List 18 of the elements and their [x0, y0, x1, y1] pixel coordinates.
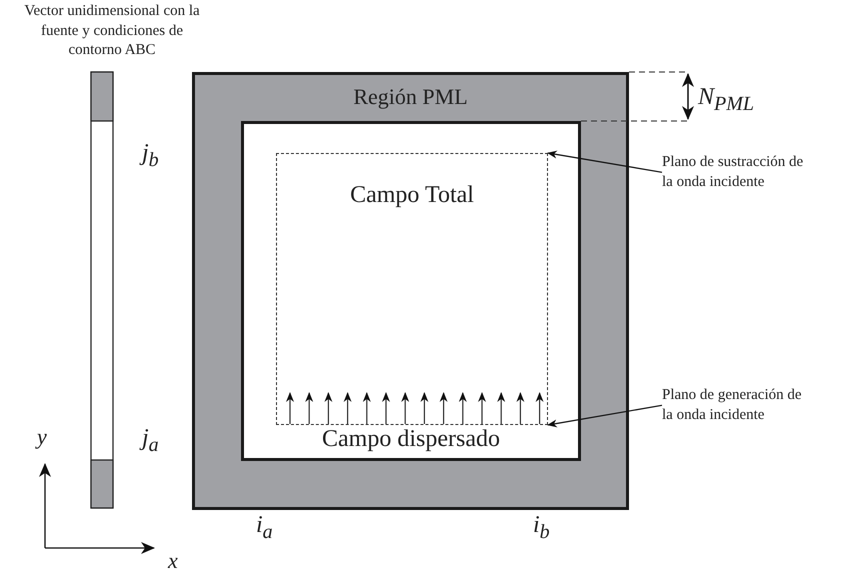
caption-text: Vector unidimensional con la fuente y condiciones de contorno ABC [23, 2, 201, 60]
leader-line [547, 404, 662, 428]
index-label: j$_{b}$ [142, 140, 159, 172]
region-title: Campo dispersado [321, 425, 501, 454]
annotation-text: Plano de generación de la onda incidente [662, 386, 803, 424]
leader-line [547, 150, 662, 173]
index-label: i$_{a}$ [256, 512, 273, 544]
dimension-label: N$_{PML}$ [698, 84, 754, 116]
index-label: j$_{a}$ [142, 425, 159, 457]
region-title: Campo Total [349, 181, 475, 210]
region-title: Región PML [352, 83, 469, 111]
pml-region [192, 72, 629, 510]
scattered-field-region [241, 121, 581, 461]
total-field-region [276, 153, 548, 425]
annotation-text: Plano de sustracción de la onda incidente [662, 153, 804, 192]
axis-label: x [168, 548, 178, 574]
axis-label: y [37, 424, 47, 450]
index-label: i$_{b}$ [533, 512, 550, 544]
